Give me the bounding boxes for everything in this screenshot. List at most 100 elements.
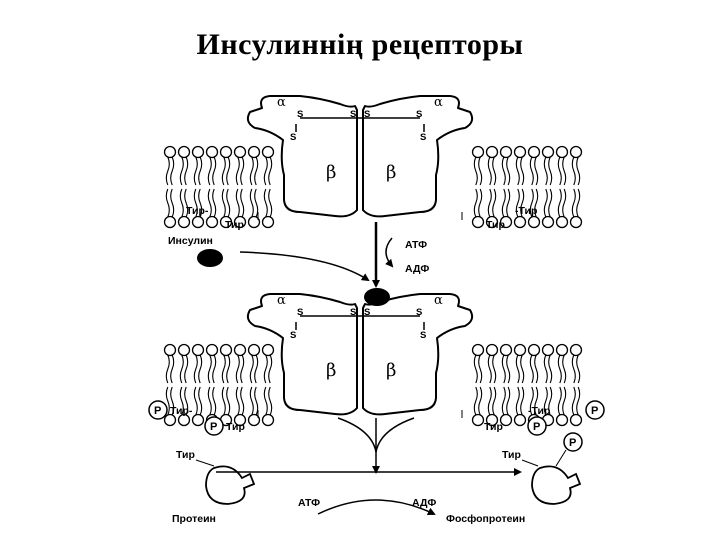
- lipid-head: [165, 147, 176, 158]
- lipid-tail: [222, 387, 225, 415]
- tyr-label: Тир-: [186, 205, 209, 217]
- lipid-tail: [185, 355, 188, 383]
- beta-label-left: β: [326, 162, 336, 183]
- lipid-head: [221, 147, 232, 158]
- lipid-tail: [521, 157, 524, 185]
- lipid-head: [235, 345, 246, 356]
- lipid-tail: [241, 387, 244, 415]
- lipid-tail: [535, 355, 538, 383]
- lipid-head: [501, 147, 512, 158]
- lipid-tail: [577, 157, 580, 185]
- protein-label: Протеин: [172, 513, 216, 525]
- s-label: S: [297, 307, 303, 318]
- tyr-label: Тир: [225, 219, 244, 231]
- lipid-head: [165, 345, 176, 356]
- lipid-tail: [250, 355, 253, 383]
- s-label: S: [290, 330, 296, 341]
- lipid-tail: [264, 387, 267, 415]
- phosphate-label: P: [569, 437, 576, 449]
- lipid-head: [543, 147, 554, 158]
- substrate-phosphorylation: Тир Протеин АТФ АДФ Тир P Фосфопротеин: [172, 418, 582, 525]
- lipid-tail: [269, 157, 272, 185]
- lipid-tail: [199, 355, 202, 383]
- lipid-head: [501, 345, 512, 356]
- lipid-head: [529, 217, 540, 228]
- lipid-head: [221, 345, 232, 356]
- tyr-label: -Тир: [528, 405, 550, 417]
- lipid-tail: [264, 355, 267, 383]
- lipid-tail: [255, 387, 258, 415]
- alpha-label-left: α: [277, 293, 286, 308]
- tyr-label: Тир: [486, 219, 505, 231]
- lipid-head: [515, 147, 526, 158]
- lipid-tail: [502, 189, 505, 217]
- lipid-head: [543, 217, 554, 228]
- lipid-tail: [549, 157, 552, 185]
- lipid-tail: [208, 387, 211, 415]
- s-label: S: [416, 307, 422, 318]
- lipid-tail: [535, 157, 538, 185]
- lipid-tail: [250, 189, 253, 217]
- lipid-tail: [264, 157, 267, 185]
- lipid-tail: [227, 157, 230, 185]
- atp-label: АТФ: [405, 239, 427, 251]
- lipid-head: [193, 217, 204, 228]
- lipid-head: [487, 345, 498, 356]
- lipid-tail: [250, 157, 253, 185]
- lipid-tail: [479, 157, 482, 185]
- lipid-head: [263, 147, 274, 158]
- lipid-head: [263, 415, 274, 426]
- lipid-head: [571, 345, 582, 356]
- lipid-tail: [530, 157, 533, 185]
- lipid-head: [557, 147, 568, 158]
- lipid-tail: [222, 189, 225, 217]
- tyr-label: Тир: [502, 449, 521, 461]
- beta-label-right: β: [386, 162, 396, 183]
- s-label: S: [420, 132, 426, 143]
- lipid-tail: [493, 157, 496, 185]
- lipid-tail: [180, 189, 183, 217]
- membrane-bilayer-left: [165, 147, 274, 228]
- lipid-tail: [516, 355, 519, 383]
- lipid-tail: [572, 189, 575, 217]
- lipid-tail: [563, 157, 566, 185]
- lipid-tail: [572, 387, 575, 415]
- lipid-head: [543, 345, 554, 356]
- lipid-tail: [227, 387, 230, 415]
- lipid-tail: [171, 189, 174, 217]
- tyr-label: Тир-: [170, 405, 193, 417]
- lipid-tail: [180, 157, 183, 185]
- lipid-head: [179, 217, 190, 228]
- lipid-tail: [488, 355, 491, 383]
- lipid-head: [557, 217, 568, 228]
- lipid-head: [571, 147, 582, 158]
- lipid-tail: [171, 157, 174, 185]
- alpha-label-left: α: [277, 95, 286, 110]
- lipid-tail: [479, 387, 482, 415]
- lipid-head: [193, 147, 204, 158]
- lipid-tail: [572, 157, 575, 185]
- lipid-tail: [227, 189, 230, 217]
- lipid-head: [515, 217, 526, 228]
- lipid-tail: [474, 189, 477, 217]
- phosphate-label: P: [591, 405, 598, 417]
- lipid-head: [571, 217, 582, 228]
- insulin-molecule: [197, 249, 223, 267]
- lipid-tail: [222, 355, 225, 383]
- lipid-head: [473, 147, 484, 158]
- lipid-tail: [544, 157, 547, 185]
- lipid-tail: [474, 355, 477, 383]
- tyr-label: -Тир: [515, 205, 537, 217]
- beta-label-right: β: [386, 360, 396, 381]
- phosphate-label: P: [210, 421, 217, 433]
- lipid-head: [207, 345, 218, 356]
- lipid-head: [193, 415, 204, 426]
- lipid-tail: [222, 157, 225, 185]
- s-label: S: [364, 109, 370, 120]
- receptor-active: α α S S S S S S β β P Тир- P Тир -Тир P …: [149, 288, 604, 435]
- lipid-tail: [213, 387, 216, 415]
- insulin-binding-step: Инсулин АТФ АДФ: [168, 222, 429, 286]
- lipid-tail: [507, 189, 510, 217]
- lipid-tail: [208, 355, 211, 383]
- lipid-tail: [577, 355, 580, 383]
